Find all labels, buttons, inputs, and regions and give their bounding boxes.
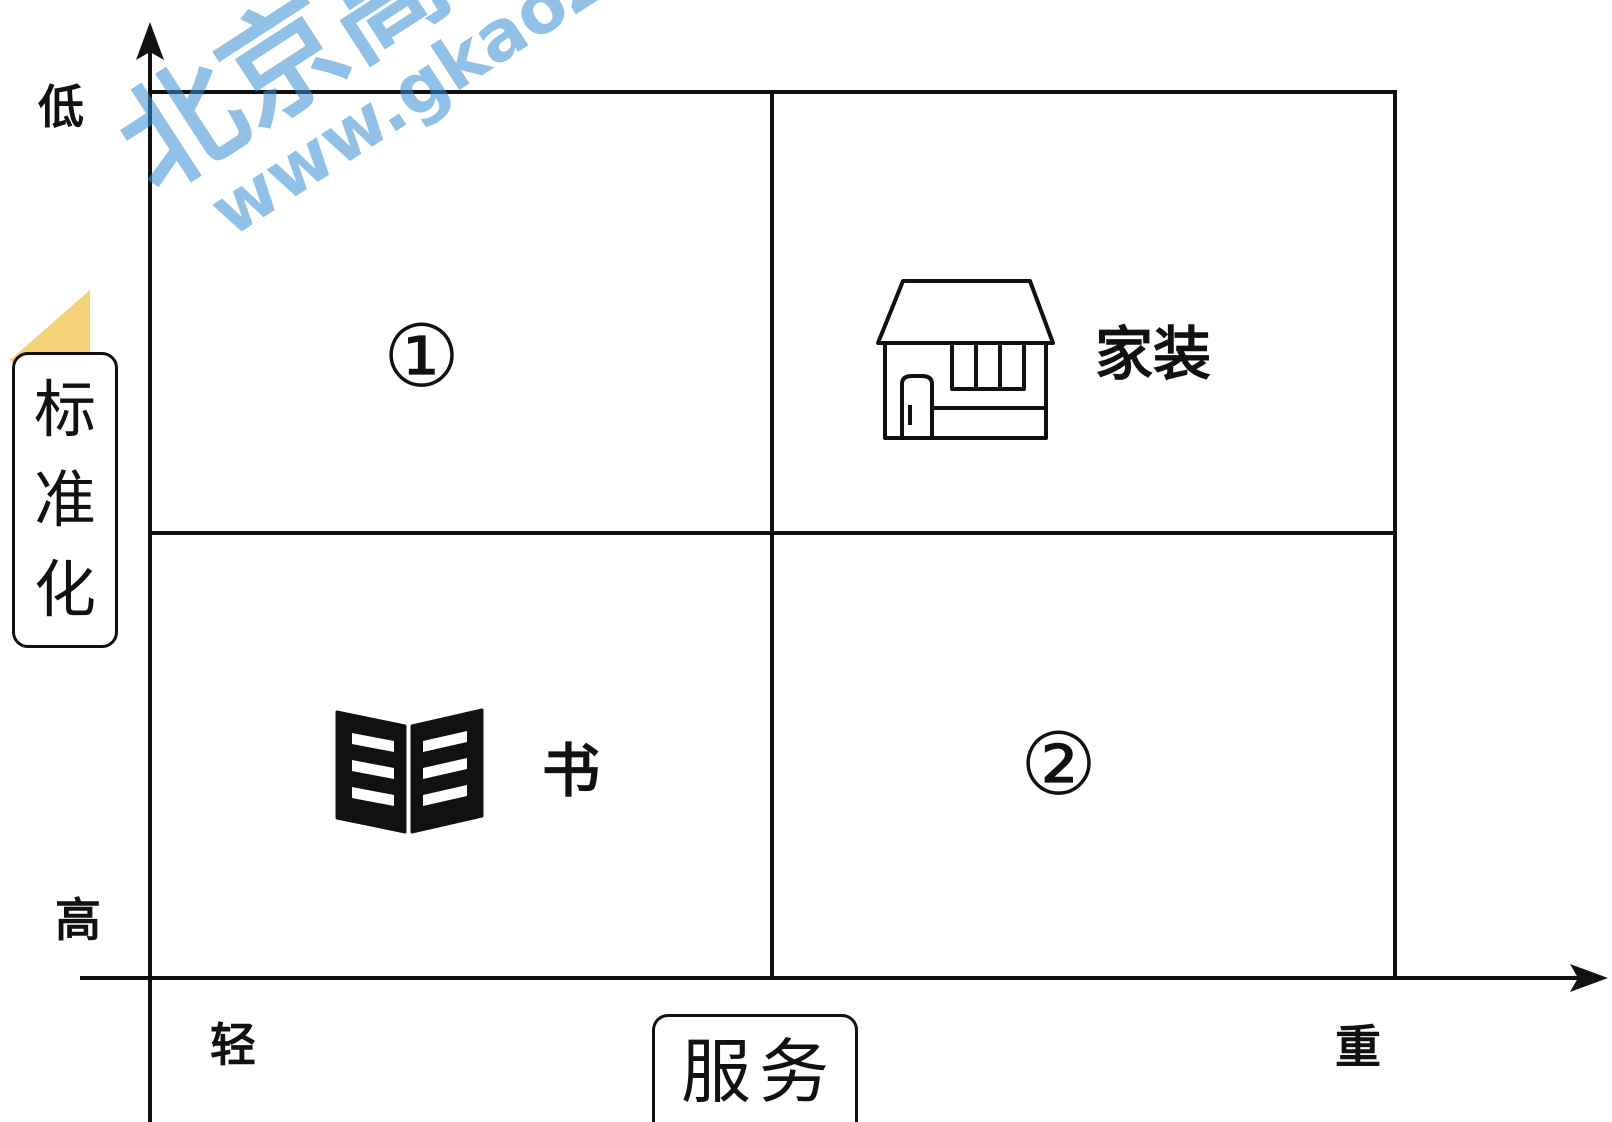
x-axis-title: 服务 xyxy=(681,1031,837,1113)
quadrant-2-label: ② xyxy=(1020,715,1098,815)
home-decoration-label: 家装 xyxy=(1095,320,1212,388)
house-icon xyxy=(876,279,1055,440)
y-axis-arrowhead xyxy=(136,22,164,60)
y-axis-title-char-3: 化 xyxy=(33,553,96,626)
y-axis-low-label: 低 xyxy=(38,80,84,134)
quadrant-1-label: ① xyxy=(383,307,461,407)
y-axis-high-label: 高 xyxy=(55,893,101,947)
y-axis-title-char-2: 准 xyxy=(33,463,96,536)
x-axis-heavy-label: 重 xyxy=(1335,1020,1381,1074)
book-label: 书 xyxy=(542,737,601,805)
x-axis-light-label: 轻 xyxy=(210,1018,256,1072)
y-axis-title: 标 准 化 xyxy=(12,352,118,648)
x-axis-title-box: 服务 xyxy=(652,1014,858,1122)
book-icon xyxy=(335,708,484,834)
y-axis-title-char-1: 标 xyxy=(33,373,96,446)
x-axis-arrowhead xyxy=(1570,964,1608,992)
